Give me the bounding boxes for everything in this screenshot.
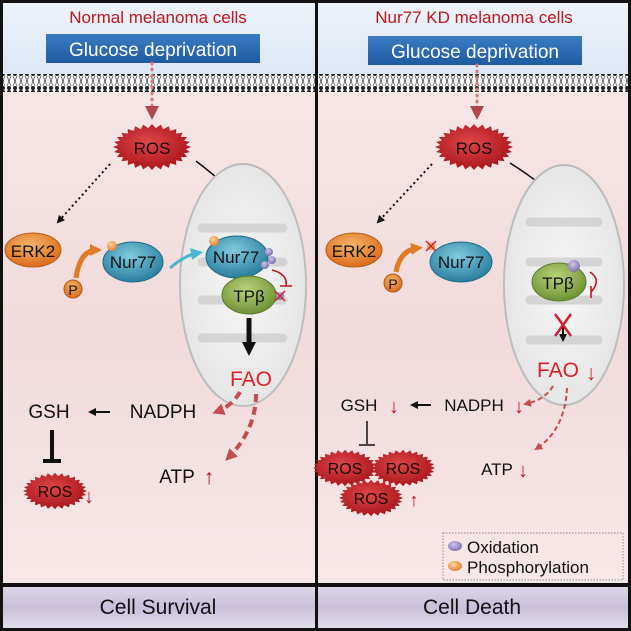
gsh-label: GSH — [28, 402, 69, 423]
fao-to-nadph-arrow — [212, 390, 242, 415]
nur77-cytoplasm-node: Nur77 — [102, 241, 164, 283]
phosphate-node: P — [63, 279, 83, 299]
phosphorylation-arrow — [73, 244, 102, 279]
legend: Oxidation Phosphorylation — [442, 532, 624, 581]
outcome-label: Cell Death — [423, 596, 521, 619]
stimulus-box — [46, 34, 260, 63]
nadph-down-arrow: ↓ — [514, 396, 524, 418]
oxidation-dot — [265, 248, 273, 256]
gsh-label: GSH — [341, 396, 378, 415]
blocked-cross-icon — [553, 313, 573, 337]
oxidation-dot — [268, 256, 276, 264]
fao-down-arrow: ↓ — [586, 362, 597, 385]
ros-up-arrow: ↑ — [410, 490, 419, 510]
phosphorylation-legend-icon — [448, 561, 462, 571]
erk2-node: ERK2 — [4, 232, 62, 268]
ros-label: ROS — [456, 139, 493, 158]
erk2-node: ERK2 — [325, 232, 383, 268]
erk2-label: ERK2 — [11, 242, 55, 261]
inhibition-arrow — [271, 269, 292, 287]
fao-label: FAO — [230, 368, 272, 391]
stimulus-box — [368, 36, 582, 65]
fao-to-atp-arrow — [225, 393, 258, 461]
ros-down-arrow: ↓ — [84, 486, 94, 508]
ros-burst-top: ROS — [435, 124, 513, 170]
atp-up-arrow: ↑ — [204, 466, 215, 489]
nur77-mito-node: Nur77 — [205, 235, 276, 279]
ros-starburst-icon — [313, 449, 377, 487]
outcome-label: Cell Survival — [100, 596, 217, 619]
oxidation-dot — [568, 260, 580, 272]
oxidation-dot — [261, 261, 269, 269]
phosphorylation-dot — [209, 236, 219, 246]
ros-label: ROS — [38, 484, 73, 501]
ros-starburst-icon — [339, 479, 403, 517]
gsh-inhibits-ros — [359, 421, 375, 446]
atp-label: ATP — [159, 467, 195, 488]
blocked-phosphorylation-icon — [425, 240, 437, 252]
phosphate-node: P — [383, 273, 403, 293]
tpb-label: TPβ — [233, 287, 265, 306]
nur77-label: Nur77 — [438, 253, 484, 272]
ros-label: ROS — [328, 461, 363, 478]
ros-label: ROS — [354, 491, 389, 508]
stimulus-label: Glucose deprivation — [69, 40, 237, 61]
ros-burst-bottom: ROS — [313, 449, 377, 487]
ros-burst-bottom: ROS — [339, 479, 403, 517]
phosphate-label: P — [388, 276, 397, 292]
ros-burst-bottom: ROS — [371, 449, 435, 487]
cell-membrane-left — [3, 74, 315, 92]
tpb-label: TPβ — [542, 274, 574, 293]
nadph-label: NADPH — [130, 402, 197, 423]
blocked-oxidation-icon — [274, 290, 286, 302]
phosphorylation-arrow — [393, 242, 423, 273]
phosphorylation-dot — [107, 241, 117, 251]
panel-title: Nur77 KD melanoma cells — [375, 8, 572, 27]
atp-label: ATP — [481, 460, 513, 479]
fao-label: FAO — [537, 359, 579, 382]
fao-to-atp-arrow — [534, 387, 568, 451]
panel-title: Normal melanoma cells — [69, 8, 247, 27]
ros-starburst-icon — [435, 124, 513, 170]
nadph-label: NADPH — [444, 396, 504, 415]
translocation-arrow — [169, 248, 203, 270]
stimulus-label: Glucose deprivation — [391, 42, 559, 63]
ros-burst-top: ROS — [113, 124, 191, 170]
ros-starburst-icon — [371, 449, 435, 487]
ros-starburst-icon — [113, 124, 191, 170]
tpb-node: TPβ — [531, 260, 587, 302]
oxidation-legend-icon — [448, 541, 462, 551]
nur77-cytoplasm-node: Nur77 — [425, 240, 493, 283]
ros-burst-bottom: ROS — [23, 472, 87, 510]
tpb-node: TPβ — [221, 275, 286, 315]
self-inhibition-arrow — [589, 271, 598, 298]
ros-starburst-icon — [23, 472, 87, 510]
cell-membrane-right — [318, 74, 628, 92]
ros-label: ROS — [386, 461, 421, 478]
ros-label: ROS — [134, 139, 171, 158]
nur77-label: Nur77 — [110, 253, 156, 272]
ros-to-erk2-arrow — [376, 163, 433, 224]
phosphate-label: P — [68, 282, 77, 298]
legend-oxidation-label: Oxidation — [467, 538, 539, 557]
gsh-inhibits-ros — [43, 430, 61, 463]
nur77-label: Nur77 — [213, 248, 259, 267]
panel-nur77-kd: Nur77 KD melanoma cells Glucose deprivat… — [313, 8, 625, 619]
fao-to-nadph-arrow — [523, 385, 554, 407]
atp-down-arrow: ↓ — [518, 460, 528, 482]
gsh-down-arrow: ↓ — [389, 396, 399, 418]
erk2-label: ERK2 — [332, 242, 376, 261]
panel-normal: Normal melanoma cells Glucose deprivatio… — [4, 8, 307, 619]
legend-phosphorylation-label: Phosphorylation — [467, 558, 589, 577]
